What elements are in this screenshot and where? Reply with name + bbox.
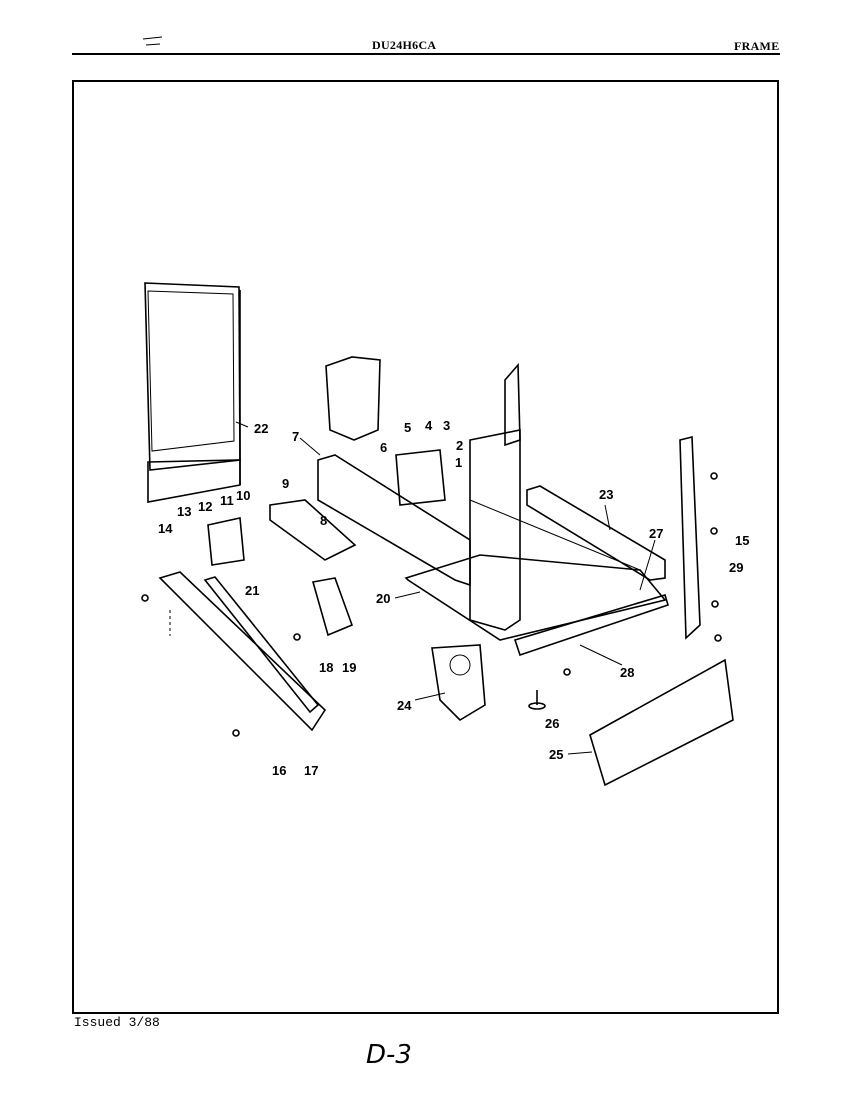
callout-15: 15 (735, 533, 749, 548)
part-28-bottom-rail (513, 594, 669, 657)
diagram-frame (72, 80, 779, 1014)
callout-5: 5 (404, 420, 411, 435)
callout-25: 25 (549, 747, 563, 762)
page-number: D-3 (366, 1040, 412, 1070)
callout-2: 2 (456, 438, 463, 453)
part-26-leveling-leg (528, 690, 546, 710)
callout-16: 16 (272, 763, 286, 778)
section-title: FRAME (734, 39, 780, 53)
callout-14: 14 (158, 521, 173, 536)
callout-1: 1 (455, 455, 462, 470)
callout-22: 22 (254, 421, 268, 436)
callout-labels: 1 2 3 4 5 6 7 8 9 10 11 12 13 14 15 16 1… (158, 418, 749, 778)
callout-13: 13 (177, 504, 191, 519)
part-24-bracket (431, 644, 486, 722)
callout-24: 24 (397, 698, 412, 713)
callout-28: 28 (620, 665, 634, 680)
header-rule (72, 53, 780, 55)
callout-10: 10 (236, 488, 250, 503)
frame-assembly (317, 356, 667, 641)
part-19-plate (311, 577, 354, 637)
part-17-left-rail (158, 571, 327, 732)
callout-9: 9 (282, 476, 289, 491)
part-25-kick-panel (589, 658, 734, 787)
callout-20: 20 (376, 591, 390, 606)
callout-18: 18 (319, 660, 333, 675)
callout-6: 6 (380, 440, 387, 455)
part-22-door-panel (144, 282, 241, 503)
callout-26: 26 (545, 716, 559, 731)
callout-4: 4 (425, 418, 433, 433)
leader-lines (235, 421, 656, 755)
callout-8: 8 (320, 513, 327, 528)
callout-23: 23 (599, 487, 613, 502)
publisher-mark (142, 36, 163, 46)
issue-date: Issued 3/88 (74, 1015, 160, 1030)
model-number: DU24H6CA (372, 38, 437, 52)
part-29-vertical-rail (679, 435, 701, 640)
screw-fasteners (141, 472, 722, 737)
callout-21: 21 (245, 583, 259, 598)
callout-11: 11 (220, 493, 234, 508)
callout-17: 17 (304, 763, 318, 778)
callout-7: 7 (292, 429, 299, 444)
part-23-side-rail (526, 485, 666, 581)
callout-27: 27 (649, 526, 663, 541)
callout-19: 19 (342, 660, 356, 675)
part-9-switch-bracket (207, 499, 357, 566)
callout-3: 3 (443, 418, 450, 433)
callout-12: 12 (198, 499, 212, 514)
callout-29: 29 (729, 560, 743, 575)
